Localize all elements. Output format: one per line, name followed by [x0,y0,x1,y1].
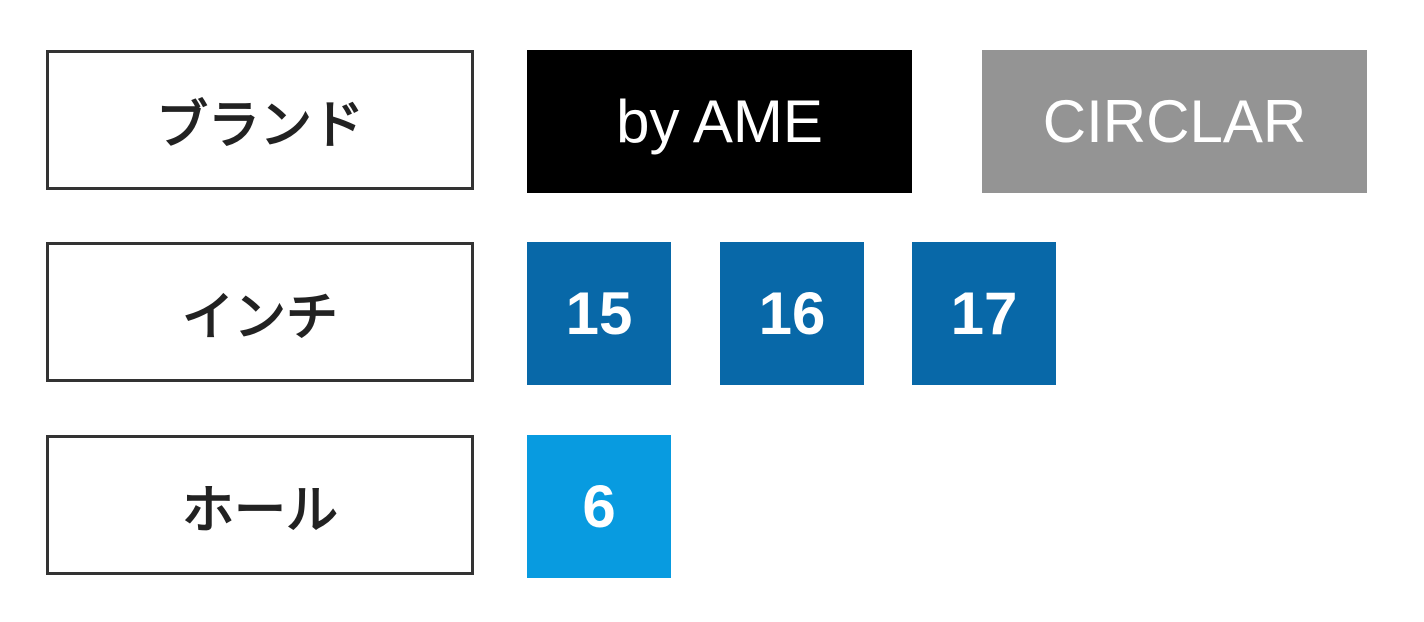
brand-option-by-ame[interactable]: by AME [527,50,912,193]
brand-option-circlar[interactable]: CIRCLAR [982,50,1367,193]
brand-label: ブランド [46,50,474,190]
inch-option-17[interactable]: 17 [912,242,1056,385]
hole-label: ホール [46,435,474,575]
inch-option-15[interactable]: 15 [527,242,671,385]
hole-option-6[interactable]: 6 [527,435,671,578]
inch-option-16[interactable]: 16 [720,242,864,385]
inch-label: インチ [46,242,474,382]
